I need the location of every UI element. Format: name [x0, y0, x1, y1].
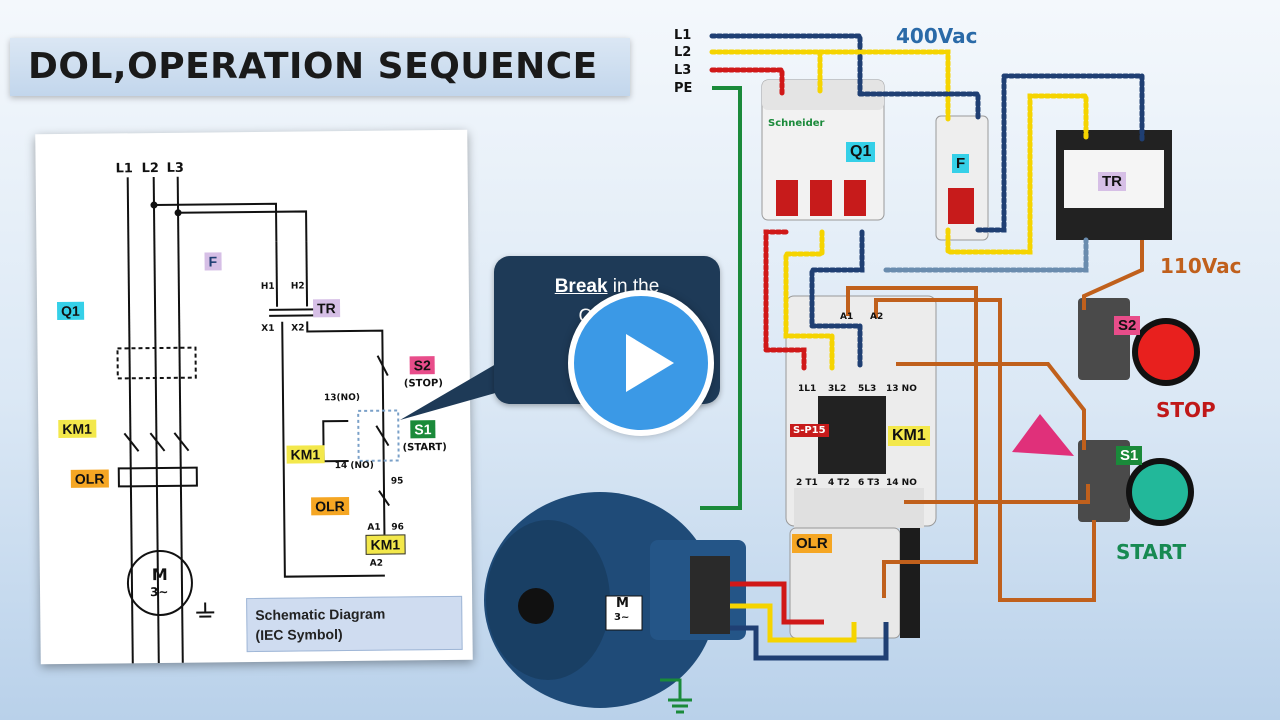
km1-bottom-terminal-4: 14 NO	[886, 478, 917, 488]
wiring-motor-sub: 3~	[614, 612, 630, 623]
wiring-l3-label: L3	[674, 63, 692, 78]
km1-top-terminal-4: 13 NO	[886, 384, 917, 394]
wiring-s2-tag: S2	[1114, 316, 1141, 335]
km1-top-terminal-3: 5L3	[858, 384, 877, 394]
km1-bottom-terminal-2: 4 T2	[828, 478, 850, 488]
wiring-l2-label: L2	[674, 45, 692, 60]
play-icon	[626, 334, 674, 392]
wiring-km1-tag: KM1	[888, 426, 930, 446]
km1-top-terminal-1: 1L1	[798, 384, 817, 394]
play-button[interactable]	[568, 290, 714, 436]
wiring-olr-tag: OLR	[792, 534, 832, 553]
wiring-pe-label: PE	[674, 81, 693, 96]
title-banner: DOL,OPERATION SEQUENCE	[10, 38, 630, 96]
callout-bold: Break	[554, 276, 608, 297]
coil-terminal-a2: A2	[870, 312, 884, 322]
wiring-f-tag: F	[952, 154, 970, 173]
callout-line-1: Break in the	[494, 276, 720, 298]
coil-terminal-a1: A1	[840, 312, 854, 322]
voltage-main-label: 400Vac	[896, 24, 978, 48]
q1-brand: Schneider	[768, 118, 825, 129]
wiring-l1-label: L1	[674, 28, 692, 43]
wiring-tr-tag: TR	[1098, 172, 1126, 191]
km1-bottom-terminal-1: 2 T1	[796, 478, 818, 488]
km1-model: S-P15	[790, 424, 829, 437]
wiring-q1-tag: Q1	[846, 142, 876, 162]
stop-label: STOP	[1156, 398, 1216, 422]
wiring-motor-label: M	[616, 596, 629, 611]
page-title: DOL,OPERATION SEQUENCE	[28, 46, 598, 87]
schematic-diagram	[116, 176, 400, 665]
km1-bottom-terminal-3: 6 T3	[858, 478, 880, 488]
schematic-card: L1 L2 L3 F Q1 TR S2 (STOP) KM1 S1 (START…	[35, 129, 473, 665]
start-label: START	[1116, 540, 1187, 564]
voltage-control-label: 110Vac	[1160, 254, 1242, 278]
wiring-s1-tag: S1	[1116, 446, 1143, 465]
km1-top-terminal-2: 3L2	[828, 384, 847, 394]
